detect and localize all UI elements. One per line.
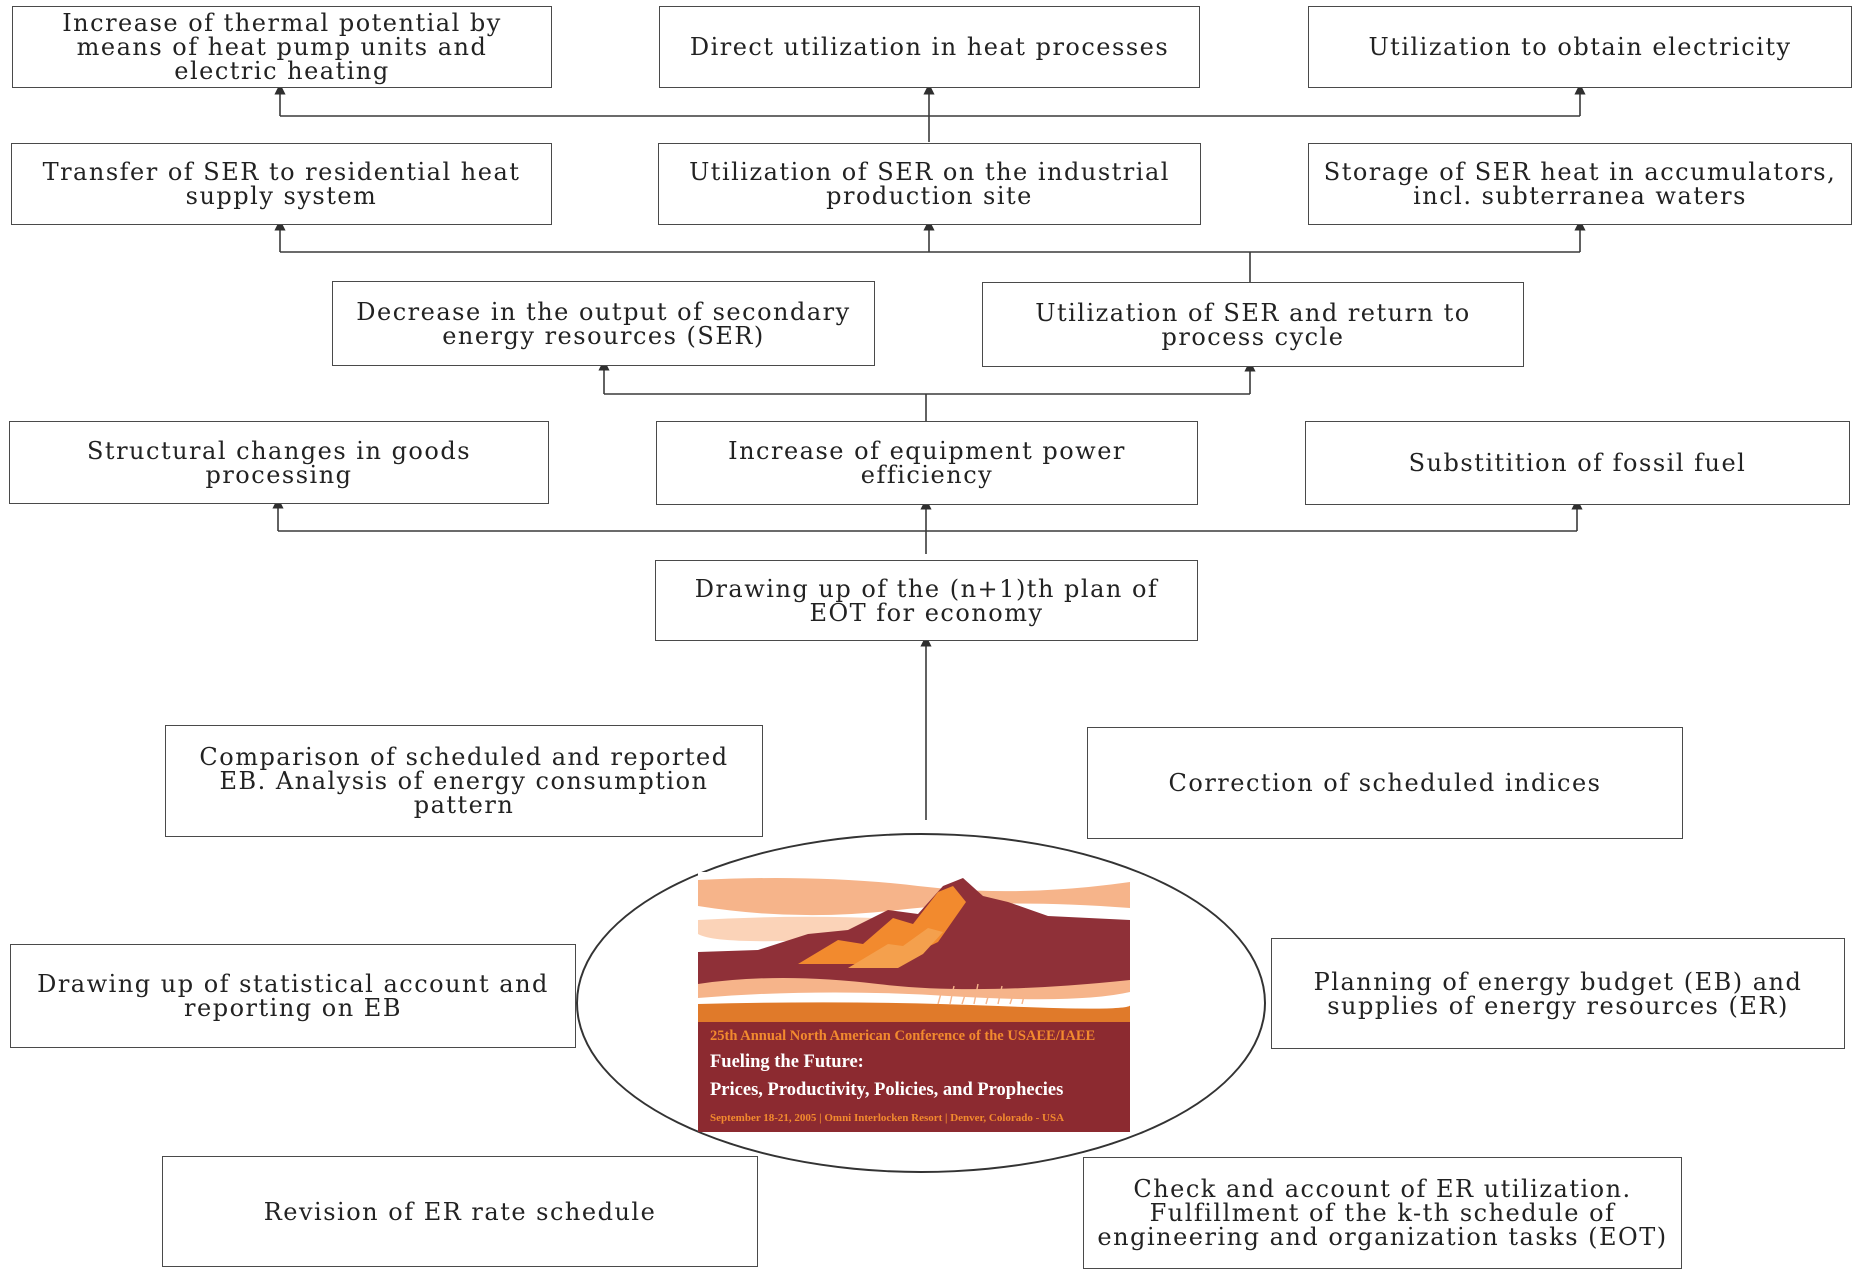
box-statistical: Drawing up of statistical account and re… (10, 944, 576, 1048)
logo-subtitle: Prices, Productivity, Policies, and Prop… (710, 1080, 1064, 1100)
box-industrial-label: Utilization of SER on the industrial pro… (689, 158, 1170, 210)
box-substitution-label: Substitition of fossil fuel (1408, 449, 1747, 477)
box-efficiency-label: Increase of equipment power efficiency (728, 437, 1126, 489)
mountain-illustration (698, 872, 1130, 1132)
box-decrease: Decrease in the output of secondary ener… (332, 281, 875, 366)
box-transfer-label: Transfer of SER to residential heat supp… (42, 158, 521, 210)
box-comparison-label: Comparison of scheduled and reported EB.… (199, 743, 729, 819)
box-efficiency: Increase of equipment power efficiency (656, 421, 1198, 505)
box-plan-label: Drawing up of the (n+1)th plan of EOT fo… (694, 574, 1159, 627)
box-direct-heat-label: Direct utilization in heat processes (689, 33, 1170, 61)
box-structural-label: Structural changes in goods processing (86, 436, 472, 489)
box-comparison: Comparison of scheduled and reported EB.… (165, 725, 763, 837)
box-planning-label: Planning of energy budget (EB) and suppl… (1313, 967, 1803, 1020)
box-storage-label: Storage of SER heat in accumulators, inc… (1323, 158, 1837, 210)
logo-conference-line: 25th Annual North American Conference of… (710, 1028, 1096, 1044)
box-revision-label: Revision of ER rate schedule (263, 1197, 657, 1226)
box-electricity: Utilization to obtain electricity (1308, 6, 1852, 88)
box-direct-heat: Direct utilization in heat processes (659, 6, 1200, 88)
box-substitution: Substitition of fossil fuel (1305, 421, 1850, 505)
box-plan: Drawing up of the (n+1)th plan of EOT fo… (655, 560, 1198, 641)
logo-title: Fueling the Future: (710, 1052, 864, 1072)
box-industrial: Utilization of SER on the industrial pro… (658, 143, 1201, 225)
logo-details: September 18-21, 2005 | Omni Interlocken… (710, 1112, 1065, 1124)
box-electricity-label: Utilization to obtain electricity (1368, 33, 1792, 61)
box-check: Check and account of ER utilization. Ful… (1083, 1157, 1682, 1269)
box-decrease-label: Decrease in the output of secondary ener… (356, 297, 851, 350)
box-check-label: Check and account of ER utilization. Ful… (1097, 1175, 1668, 1251)
box-correction: Correction of scheduled indices (1087, 727, 1683, 839)
box-structural: Structural changes in goods processing (9, 421, 549, 504)
box-return-cycle: Utilization of SER and return to process… (982, 282, 1524, 367)
box-heat-pump-label: Increase of thermal potential by means o… (62, 9, 502, 85)
box-return-cycle-label: Utilization of SER and return to process… (1035, 298, 1471, 351)
box-statistical-label: Drawing up of statistical account and re… (37, 970, 549, 1022)
box-storage: Storage of SER heat in accumulators, inc… (1308, 143, 1852, 225)
conference-logo: 25th Annual North American Conference of… (698, 872, 1130, 1132)
box-heat-pump: Increase of thermal potential by means o… (12, 6, 552, 88)
box-revision: Revision of ER rate schedule (162, 1156, 758, 1267)
box-transfer: Transfer of SER to residential heat supp… (11, 143, 552, 225)
box-planning: Planning of energy budget (EB) and suppl… (1271, 938, 1845, 1049)
box-correction-label: Correction of scheduled indices (1168, 769, 1602, 797)
